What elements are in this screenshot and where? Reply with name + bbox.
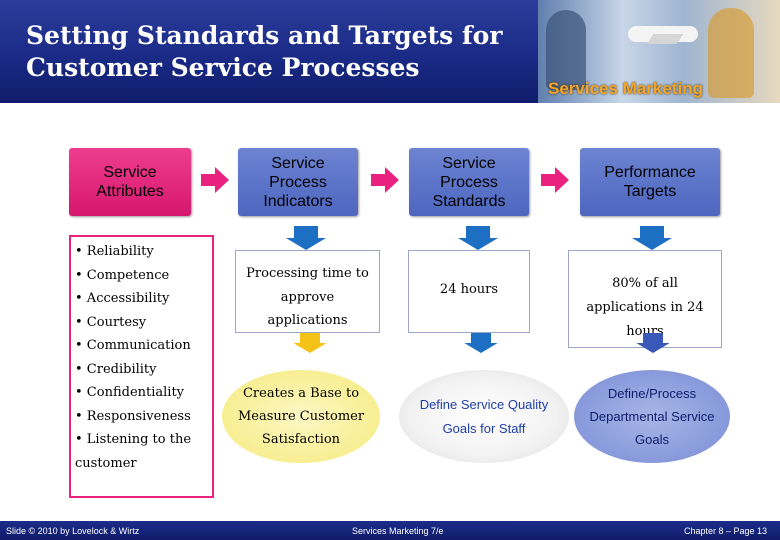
outcome-departmental-ellipse: Define/Process Departmental Service Goal…: [574, 370, 730, 463]
service-process-indicators-box: Service Process Indicators: [238, 148, 358, 216]
down-arrow-icon: [632, 226, 672, 250]
right-arrow-icon: [541, 167, 569, 193]
right-arrow-icon: [201, 167, 229, 193]
title-line-1: Setting Standards and Targets for: [26, 20, 536, 52]
brand-label: Services Marketing: [548, 79, 748, 99]
footer-page-number: Chapter 8 – Page 13: [684, 526, 767, 536]
title-line-2: Customer Service Processes: [26, 52, 536, 84]
list-item: • Competence: [75, 266, 217, 290]
outcome-base-ellipse: Creates a Base to Measure Customer Satis…: [222, 370, 380, 463]
service-process-standards-box: Service Process Standards: [409, 148, 529, 216]
list-item: • Confidentiality: [75, 383, 217, 407]
list-item: • Listening to the: [75, 430, 217, 454]
performance-targets-box: Performance Targets: [580, 148, 720, 216]
list-item: • Reliability: [75, 242, 217, 266]
footer-copyright: Slide © 2010 by Lovelock & Wirtz: [6, 526, 139, 536]
indicator-example-text: Processing time to approve applications: [235, 262, 380, 333]
right-arrow-icon: [371, 167, 399, 193]
list-item: • Communication: [75, 336, 217, 360]
down-arrow-icon: [293, 333, 327, 353]
list-item: • Responsiveness: [75, 407, 217, 431]
list-item: • Accessibility: [75, 289, 217, 313]
list-item: • Credibility: [75, 360, 217, 384]
service-attributes-box: Service Attributes: [69, 148, 191, 216]
list-item: • Courtesy: [75, 313, 217, 337]
outcome-quality-ellipse: Define Service Quality Goals for Staff: [399, 370, 569, 463]
standard-example-text: 24 hours: [408, 280, 530, 300]
down-arrow-icon: [286, 226, 326, 250]
down-arrow-icon: [636, 333, 670, 353]
footer-book-title: Services Marketing 7/e: [352, 526, 444, 536]
list-item: customer: [75, 454, 217, 478]
page-title: Setting Standards and Targets for Custom…: [26, 20, 536, 84]
person-silhouette: [546, 10, 586, 90]
down-arrow-icon: [464, 333, 498, 353]
down-arrow-icon: [458, 226, 498, 250]
attributes-list: • Reliability • Competence • Accessibili…: [75, 242, 217, 477]
